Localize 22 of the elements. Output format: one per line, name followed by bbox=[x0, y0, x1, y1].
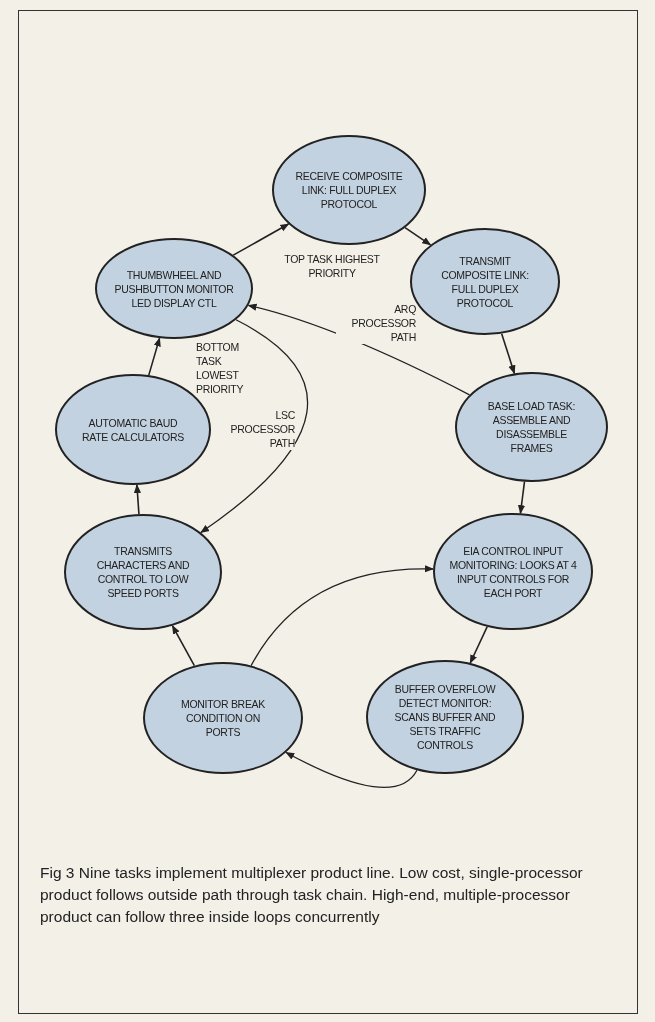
task-text: EIA CONTROL INPUT MONITORING: LOOKS AT 4 INPUT CONTROLS FOR EACH PORT bbox=[449, 543, 577, 600]
edge-label: LSC PROCESSOR PATH bbox=[230, 408, 295, 450]
arrow bbox=[517, 480, 526, 515]
task-text: BUFFER OVERFLOW DETECT MONITOR: SCANS BUFFER AND SETS TRAFFIC CONTROLS bbox=[393, 682, 497, 752]
note-text: TOP TASK HIGHEST PRIORITY bbox=[283, 252, 381, 280]
task-text: TRANSMIT COMPOSITE LINK: FULL DUPLEX PROTOCOL bbox=[440, 253, 530, 310]
arrow bbox=[148, 337, 161, 376]
figure-caption: Fig 3 Nine tasks implement multiplexer product line. Low cost, single-processor product follows outside path through task chain. High-end, multiple-processor product can follow three inside loops concurrently bbox=[40, 863, 584, 927]
task-text: AUTOMATIC BAUD RATE CALCULATORS bbox=[81, 415, 185, 444]
arrow bbox=[500, 332, 516, 375]
task-text: THUMBWHEEL AND PUSHBUTTON MONITOR LED DISPLAY CTL bbox=[113, 267, 235, 310]
edge-label: ARQ PROCESSOR PATH bbox=[336, 302, 416, 344]
task-text: BASE LOAD TASK: ASSEMBLE AND DISASSEMBLE FRAMES bbox=[486, 399, 577, 455]
arrow bbox=[285, 751, 418, 789]
arrow bbox=[232, 223, 290, 256]
arrow bbox=[404, 226, 432, 246]
task-text: RECEIVE COMPOSITE LINK: FULL DUPLEX PROTOCOL bbox=[294, 169, 404, 211]
note-text: BOTTOM TASK LOWEST PRIORITY bbox=[196, 340, 245, 396]
task-text: TRANSMITS CHARACTERS AND CONTROL TO LOW SPEED PORTS bbox=[95, 544, 191, 600]
task-text: MONITOR BREAK CONDITION ON PORTS bbox=[180, 697, 266, 739]
arrow bbox=[200, 319, 308, 534]
arrow bbox=[133, 484, 142, 515]
